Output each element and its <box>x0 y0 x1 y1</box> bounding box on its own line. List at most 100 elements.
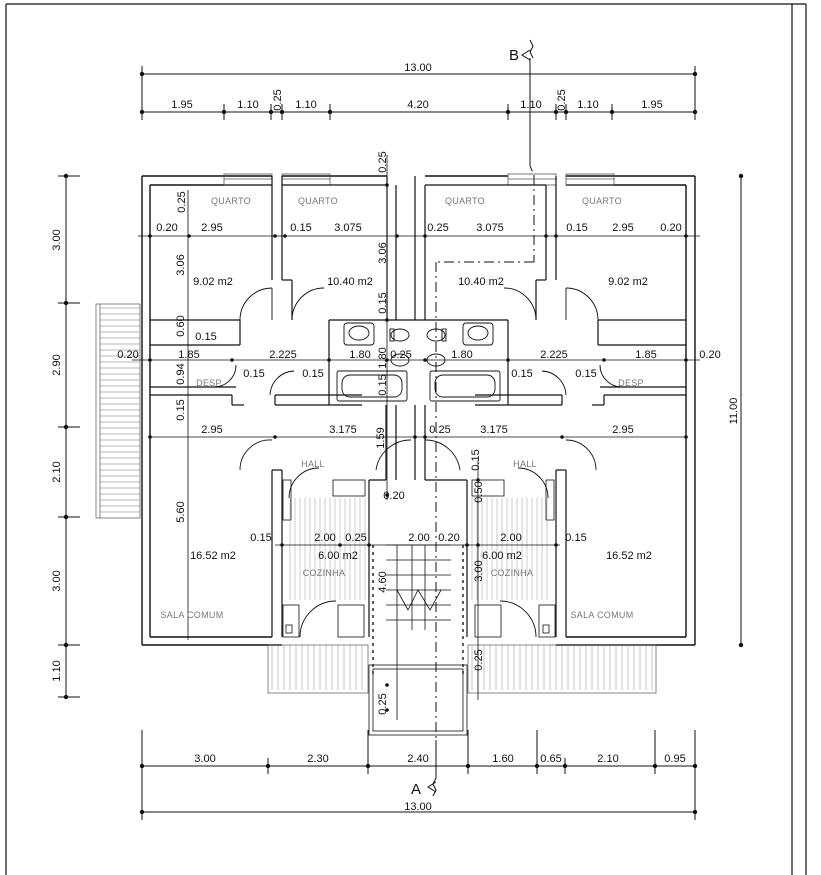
area-quarto-1: 9.02 m2 <box>193 276 233 288</box>
dim-m-2: 1.85 <box>178 349 199 361</box>
left-dimension-chain <box>58 175 80 698</box>
terrace-hatch <box>271 645 653 690</box>
left-dimension-ticks <box>63 173 69 700</box>
dim-q-7: 0.15 <box>566 222 587 234</box>
interior-walls <box>150 176 686 637</box>
dim-q-1: 0.20 <box>156 222 177 234</box>
bottom-dim-5: 0.65 <box>540 753 561 765</box>
bottom-dim-1: 3.00 <box>194 753 215 765</box>
section-line-b <box>435 39 535 740</box>
outer-walls <box>141 175 696 646</box>
dim-v-460: 4.60 <box>377 571 389 592</box>
section-label-a: A <box>411 781 421 798</box>
dim-h-2: 3.175 <box>329 424 357 436</box>
dim-v-015-bath: 0.15 <box>377 374 389 395</box>
room-label-hall-right: HALL <box>513 459 537 469</box>
right-dim: 11.00 <box>728 398 740 425</box>
area-quarto-2: 10.40 m2 <box>327 276 373 288</box>
dim-v-025-bottom: 0.25 <box>377 693 389 714</box>
top-dim-2: 1.10 <box>237 99 258 111</box>
area-cozinha-left: 6.00 m2 <box>318 550 358 562</box>
area-quarto-3: 10.40 m2 <box>458 276 504 288</box>
stair-side-rails <box>372 545 464 675</box>
dim-h-015-a: 0.15 <box>195 331 216 343</box>
dim-k-4: 2.00 <box>408 532 429 544</box>
dim-k-3: 0.25 <box>345 532 366 544</box>
room-label-quarto-2: QUARTO <box>298 196 338 206</box>
dim-v-025-top: 0.25 <box>377 151 389 172</box>
room-label-desp-left: DESP <box>196 378 222 388</box>
room-label-sala-left: SALA COMUM <box>160 610 223 620</box>
left-dim-4: 3.00 <box>51 570 63 591</box>
bottom-dim-4: 1.60 <box>492 753 513 765</box>
dim-k-5: 0.20 <box>438 532 459 544</box>
room-label-quarto-1: QUARTO <box>211 196 251 206</box>
dim-v-015-center: 0.15 <box>377 292 389 313</box>
dim-v-015-hall: 0.15 <box>175 399 187 420</box>
dim-v-050: 0.50 <box>473 481 485 502</box>
dim-h-5: 2.95 <box>612 424 633 436</box>
top-dim-1: 1.95 <box>171 99 192 111</box>
bottom-dimension-ticks <box>139 763 698 815</box>
dim-q-9: 0.20 <box>660 222 681 234</box>
dim-q-3: 0.15 <box>290 222 311 234</box>
dim-v-015-right: 0.15 <box>470 449 482 470</box>
dim-k-1: 0.15 <box>250 532 271 544</box>
dim-v-025-q1: 0.25 <box>176 191 188 212</box>
dim-q-8: 2.95 <box>612 222 633 234</box>
top-dim-3: 0.25 <box>272 89 284 110</box>
top-dim-7: 0.25 <box>556 89 568 110</box>
dim-v-300-right: 3.00 <box>473 560 485 581</box>
top-dimension-ticks <box>139 71 698 115</box>
top-dim-4: 1.10 <box>295 99 316 111</box>
dim-k-2: 2.00 <box>314 532 335 544</box>
bathroom-fixtures <box>336 322 501 402</box>
left-dim-3: 2.10 <box>51 461 63 482</box>
left-dim-5: 1.10 <box>51 660 63 681</box>
top-dim-8: 1.10 <box>577 99 598 111</box>
bottom-dim-2: 2.30 <box>307 753 328 765</box>
side-balcony <box>95 303 141 519</box>
room-label-quarto-4: QUARTO <box>582 196 622 206</box>
dim-h-4: 3.175 <box>480 424 508 436</box>
room-label-quarto-3: QUARTO <box>445 196 485 206</box>
dim-q-5: 0.25 <box>427 222 448 234</box>
room-label-cozinha-right: COZINHA <box>491 568 534 578</box>
left-dim-1: 3.00 <box>51 229 63 250</box>
dim-m-1: 0.20 <box>117 349 138 361</box>
dim-h-015-c: 0.15 <box>302 368 323 380</box>
top-total-dim: 13.00 <box>404 62 432 74</box>
bottom-dim-3: 2.40 <box>407 753 428 765</box>
area-cozinha-right: 6.00 m2 <box>482 550 522 562</box>
dim-m-5: 0.25 <box>390 349 411 361</box>
dim-v-306-left: 3.06 <box>175 254 187 275</box>
dim-q-4: 3.075 <box>334 222 362 234</box>
right-dimension-ticks <box>738 173 744 648</box>
area-sala-left: 16.52 m2 <box>190 550 236 562</box>
area-sala-right: 16.52 m2 <box>606 550 652 562</box>
room-label-sala-right: SALA COMUM <box>570 610 633 620</box>
section-label-b: B <box>509 47 519 64</box>
dim-v-159: 1.59 <box>375 427 387 448</box>
dim-m-4: 1.80 <box>349 349 370 361</box>
interior-dimension-ticks <box>148 183 688 712</box>
dim-v-025-stair: 0.25 <box>473 649 485 670</box>
dim-v-180-center: 1.80 <box>377 347 389 368</box>
area-quarto-4: 9.02 m2 <box>608 276 648 288</box>
top-dim-9: 1.95 <box>641 99 662 111</box>
dim-v-094: 0.94 <box>175 363 187 384</box>
bottom-dim-7: 0.95 <box>664 753 685 765</box>
dim-v-306-center: 3.06 <box>377 242 389 263</box>
sheet-frame <box>5 3 807 875</box>
room-label-cozinha-left: COZINHA <box>303 568 346 578</box>
dim-h-3: 0.25 <box>429 424 450 436</box>
dim-h-1: 2.95 <box>201 424 222 436</box>
door-swings <box>213 287 623 638</box>
dim-h-015-b: 0.15 <box>243 368 264 380</box>
kitchen-units <box>282 479 556 638</box>
room-label-desp-right: DESP <box>618 378 644 388</box>
dim-h-015-d: 0.15 <box>511 368 532 380</box>
top-dim-5: 4.20 <box>407 99 428 111</box>
dim-k-6: 2.00 <box>500 532 521 544</box>
bottom-total-dim: 13.00 <box>404 801 432 813</box>
